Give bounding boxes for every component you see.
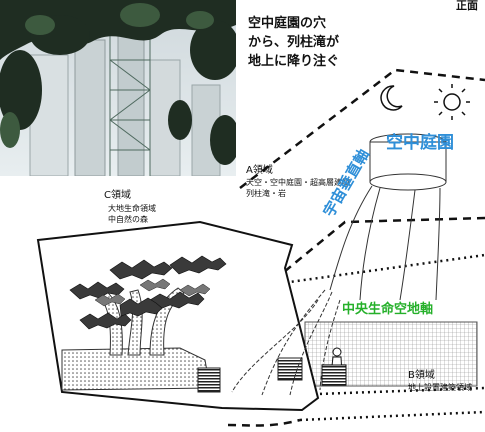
region-b-title: B領域	[408, 370, 435, 381]
green-axis-label: 中央生命空地軸	[342, 302, 434, 317]
region-b-desc: 地上設置建築領域	[408, 383, 472, 392]
region-c-desc-1: 大地生命領域	[108, 204, 156, 213]
photo-caption: 空中庭園の穴 から、列柱滝が 地上に降り注ぐ	[248, 16, 340, 69]
sky-garden-label: 空中庭園	[386, 133, 454, 153]
corner-label: 正面	[456, 0, 478, 12]
waterfall-photo	[0, 0, 236, 176]
crescent-moon-icon	[380, 85, 403, 111]
region-a-desc-1: 天空・空中庭園・超高層建築	[246, 178, 350, 187]
region-a-desc-2: 列柱滝・岩	[246, 189, 286, 198]
region-c-title: C領域	[104, 190, 131, 201]
person-figure	[321, 347, 347, 386]
region-a-title: A領域	[246, 165, 273, 176]
ground-boundary	[227, 418, 301, 427]
sun-icon	[434, 84, 470, 120]
region-b-lines	[267, 253, 485, 422]
region-c-desc-2: 中自然の森	[108, 215, 148, 224]
